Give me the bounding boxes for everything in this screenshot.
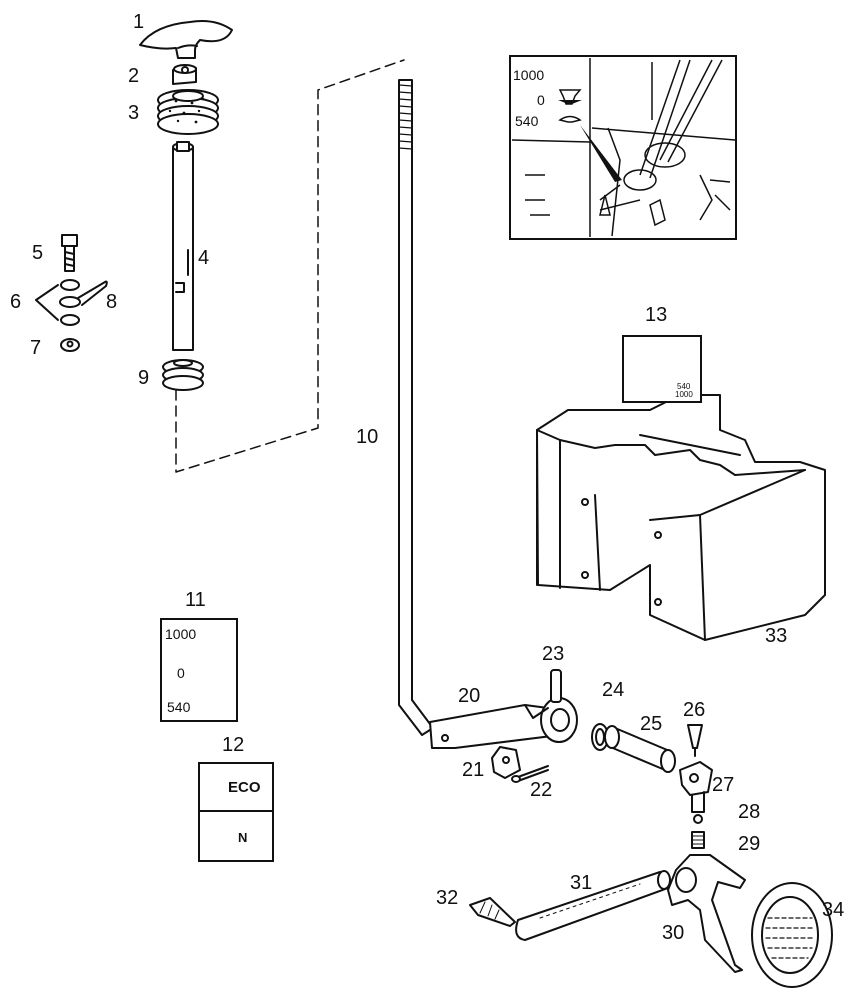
decal-11-speed-0: 0 — [177, 665, 185, 681]
inset-speed-1000: 1000 — [513, 67, 545, 83]
tapered-bolt-part-32 — [469, 897, 516, 927]
callout-13: 13 — [645, 304, 668, 326]
callout-5: 5 — [32, 242, 44, 264]
shift-fork-part-30 — [667, 854, 746, 973]
decal-11-speed-540: 540 — [167, 699, 191, 715]
decal-11-box — [160, 618, 238, 722]
callout-1: 1 — [133, 11, 145, 33]
decal-12-box — [198, 762, 274, 862]
pto-guard-part-33 — [536, 394, 826, 641]
decal-12-n: N — [238, 830, 248, 845]
pawl-part-21 — [491, 746, 521, 779]
nut-part-7 — [60, 338, 80, 352]
callout-27: 27 — [712, 774, 735, 796]
shaft-part-25 — [604, 725, 676, 773]
callout-8: 8 — [106, 291, 118, 313]
callout-24: 24 — [602, 679, 625, 701]
callout-10: 10 — [356, 426, 379, 448]
callout-33: 33 — [765, 625, 788, 647]
callout-31: 31 — [570, 872, 593, 894]
callout-4: 4 — [198, 247, 210, 269]
rubber-boot-part-9 — [162, 359, 204, 391]
callout-22: 22 — [530, 779, 553, 801]
assembly-dashed-line — [175, 59, 405, 473]
decal-13-box — [622, 335, 702, 403]
ball-part-28 — [693, 814, 703, 824]
spring-part-29 — [691, 831, 705, 849]
t-handle-knob — [139, 20, 233, 59]
decal-11-speed-1000: 1000 — [165, 626, 197, 642]
callout-25: 25 — [640, 713, 663, 735]
callout-7: 7 — [30, 337, 42, 359]
callout-29: 29 — [738, 833, 761, 855]
callout-34: 34 — [822, 899, 845, 921]
decal-12-divider — [198, 810, 274, 812]
inset-scene — [509, 55, 737, 240]
bolt-part-5 — [61, 234, 78, 272]
threaded-rod-part-10 — [398, 79, 434, 736]
rubber-boot-part-3 — [157, 89, 219, 135]
callout-6: 6 — [10, 291, 22, 313]
callout-2: 2 — [128, 65, 140, 87]
decal-12-eco: ECO — [228, 779, 261, 796]
callout-20: 20 — [458, 685, 481, 707]
pin-part-23 — [550, 669, 562, 703]
washers-part-6 — [35, 279, 80, 326]
callout-3: 3 — [128, 102, 140, 124]
coupling-sleeve-part-34 — [751, 882, 833, 988]
callout-28: 28 — [738, 801, 761, 823]
callout-9: 9 — [138, 367, 150, 389]
callout-23: 23 — [542, 643, 565, 665]
decal-13-speed-bottom: 1000 — [675, 390, 693, 399]
shift-block-part-27 — [679, 761, 713, 813]
callout-26: 26 — [683, 699, 706, 721]
callout-30: 30 — [662, 922, 685, 944]
callout-12: 12 — [222, 734, 245, 756]
nut-part-2 — [172, 64, 197, 85]
callout-32: 32 — [436, 887, 459, 909]
shift-shaft-part-31 — [515, 870, 671, 941]
tapered-pin-part-26 — [687, 724, 703, 757]
split-pin-part-22 — [511, 765, 549, 783]
inset-speed-0: 0 — [537, 92, 545, 108]
shift-rod-part-4 — [172, 141, 194, 351]
callout-21: 21 — [462, 759, 485, 781]
callout-11: 11 — [185, 589, 206, 611]
decal-13-speed-top: 540 — [677, 382, 691, 391]
inset-speed-540: 540 — [515, 113, 539, 129]
lever-arm-part-20 — [429, 697, 578, 749]
spring-clip-part-8 — [59, 280, 108, 308]
